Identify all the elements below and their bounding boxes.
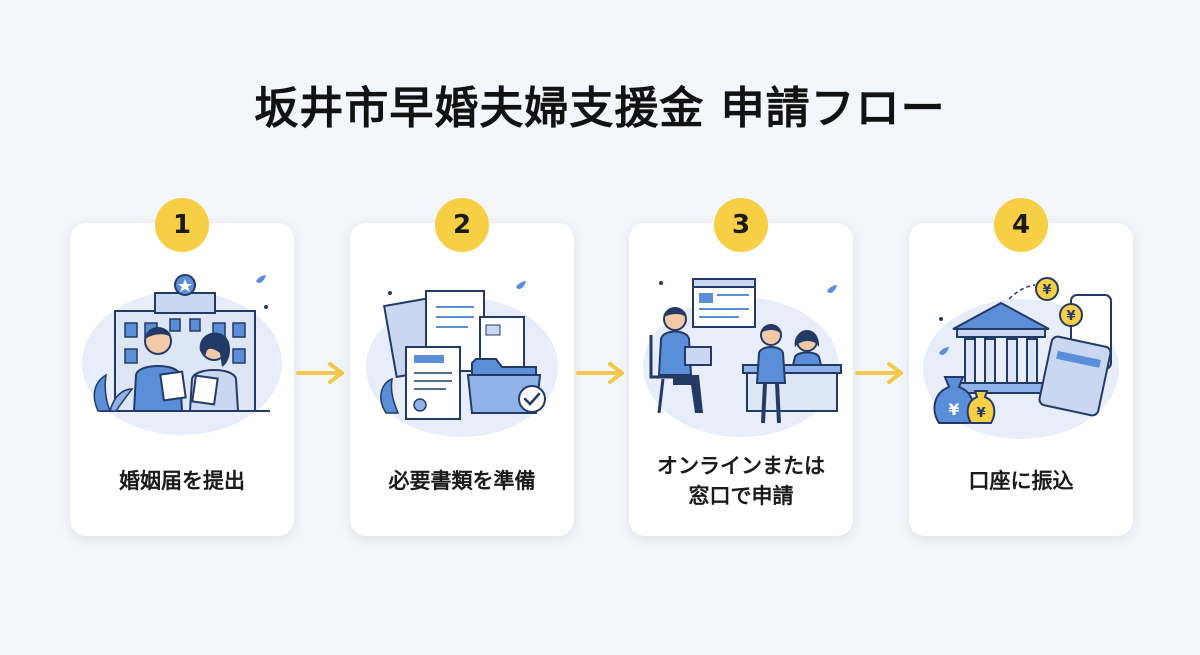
step-2-card: 必要書類を準備 — [350, 223, 574, 536]
online-and-counter-application-icon — [643, 278, 842, 437]
step-1-number-badge: 1 — [155, 198, 209, 252]
yen-symbol: ¥ — [1042, 283, 1051, 298]
couple-city-hall-icon — [82, 274, 282, 435]
yen-symbol: ¥ — [976, 406, 985, 421]
arrow-right-icon — [576, 362, 624, 384]
yen-symbol: ¥ — [948, 400, 959, 419]
step-4-number-badge: 4 — [994, 198, 1048, 252]
page-title: 坂井市早婚夫婦支援金 申請フロー — [254, 83, 946, 134]
step-4-card: ¥ ¥ ¥ ¥ 口座に振込 — [909, 223, 1133, 536]
yen-symbol: ¥ — [1066, 309, 1075, 324]
step-3-card: オンラインまたは 窓口で申請 — [629, 223, 853, 536]
step-3-number-badge: 3 — [714, 198, 768, 252]
step-4-label: 口座に振込 — [968, 468, 1074, 493]
step-1-label: 婚姻届を提出 — [119, 468, 245, 493]
arrow-right-icon — [296, 362, 344, 384]
step-2-label: 必要書類を準備 — [388, 468, 536, 493]
arrow-right-icon — [855, 362, 903, 384]
step-2-number-badge: 2 — [435, 198, 489, 252]
step-1-card: 婚姻届を提出 — [70, 223, 294, 536]
step-3-label: オンラインまたは 窓口で申請 — [657, 453, 825, 508]
bank-money-transfer-icon: ¥ ¥ ¥ ¥ — [923, 277, 1119, 439]
documents-folder-icon — [366, 281, 558, 437]
